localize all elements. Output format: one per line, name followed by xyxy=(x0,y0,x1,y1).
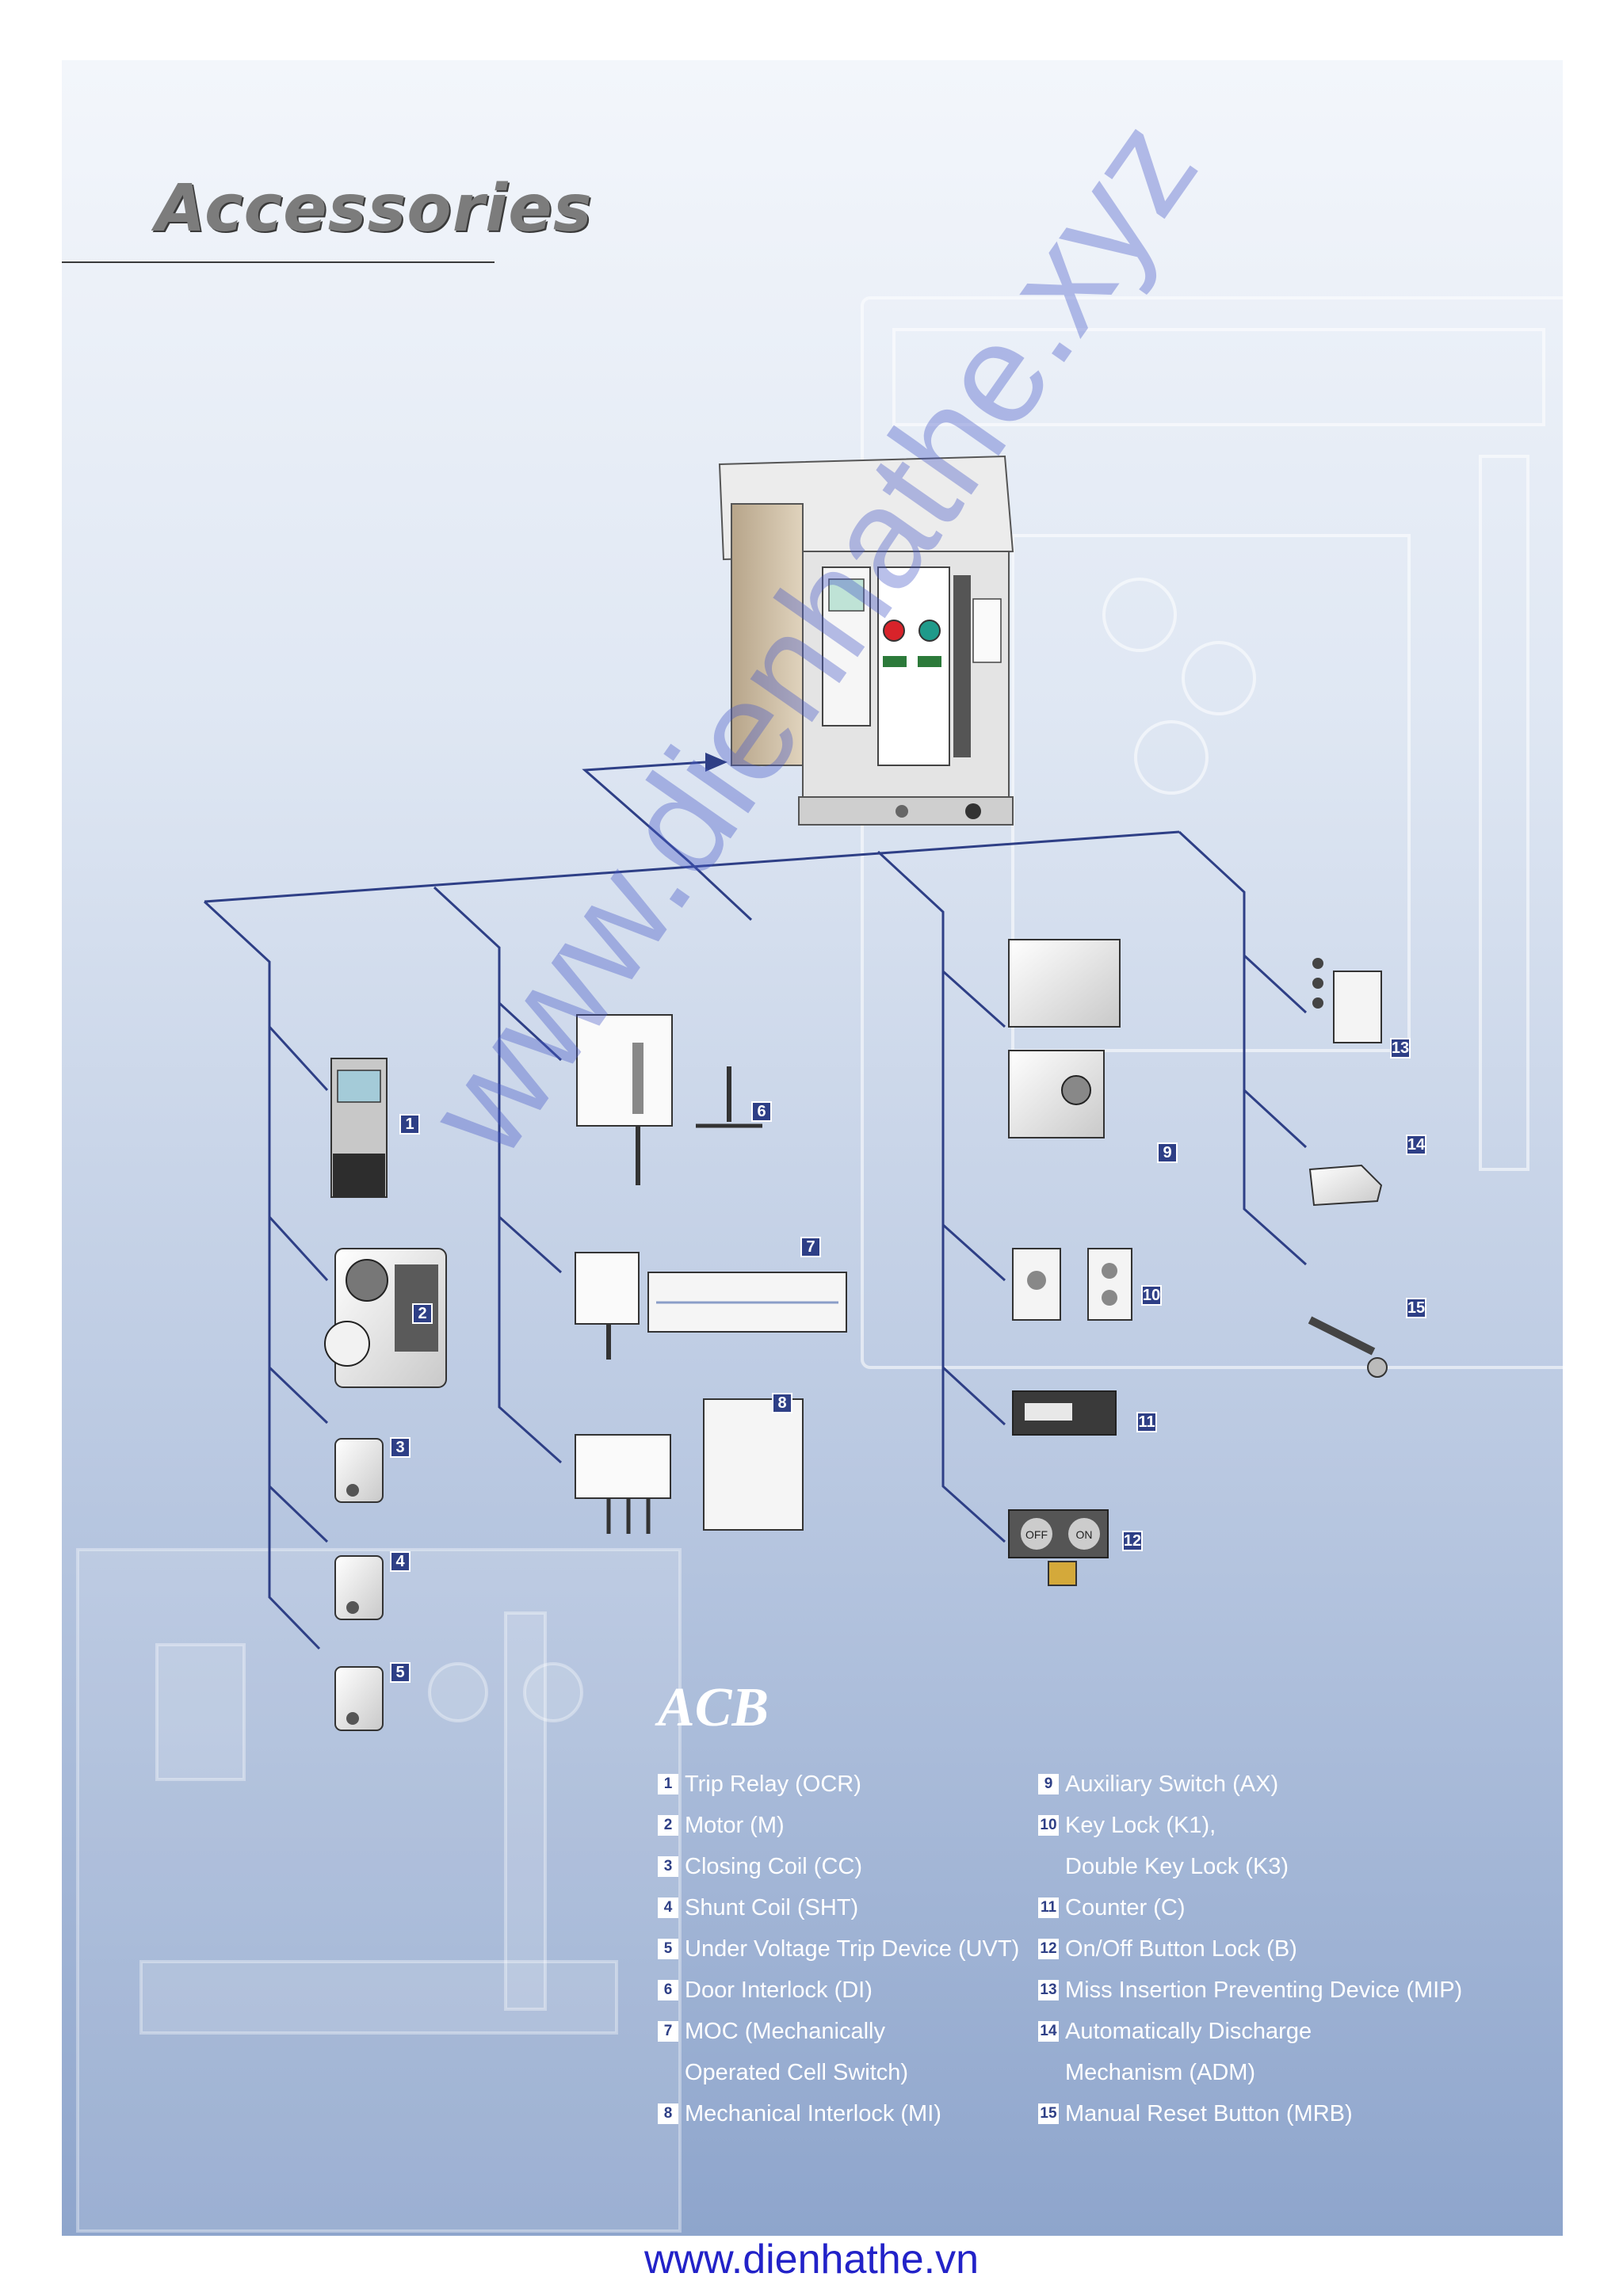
auxiliary-switch-image xyxy=(1008,939,1121,1138)
door-interlock-image xyxy=(576,1014,762,1185)
callout-14: 14 xyxy=(1406,1135,1426,1155)
accessories-panel: Accessories xyxy=(62,60,1563,2236)
callout-4: 4 xyxy=(390,1551,411,1572)
callout-5: 5 xyxy=(390,1662,411,1683)
discharge-mechanism-image xyxy=(1308,1164,1383,1207)
main-bus-line xyxy=(204,830,1180,903)
callout-13: 13 xyxy=(1390,1038,1411,1058)
connector-lines xyxy=(203,753,1308,1650)
callout-8: 8 xyxy=(772,1393,792,1413)
under-voltage-trip-device-image xyxy=(334,1666,384,1731)
page-title: Accessories xyxy=(155,171,593,246)
connector-stem xyxy=(688,860,753,921)
miss-insertion-device-image xyxy=(1312,958,1382,1043)
callout-12: 12 xyxy=(1122,1531,1143,1551)
callout-1: 1 xyxy=(399,1114,420,1135)
product-label: ACB xyxy=(658,1677,769,1738)
key-lock-image xyxy=(1012,1248,1132,1321)
mechanical-interlock-image xyxy=(575,1398,804,1534)
legend-item-continuation: Mechanism (ADM) xyxy=(1065,2060,1256,2085)
counter-image xyxy=(1012,1390,1117,1436)
lock-off-text: OFF xyxy=(1025,1528,1048,1541)
background-artwork xyxy=(76,296,1563,2233)
callout-2: 2 xyxy=(412,1303,433,1324)
manual-reset-button-image xyxy=(1308,1316,1388,1378)
footer-url-link[interactable]: www.dienhathe.vn xyxy=(643,2237,980,2283)
off-button-icon xyxy=(883,620,905,642)
legend-item-continuation: Double Key Lock (K3) xyxy=(1065,1854,1289,1879)
callout-11: 11 xyxy=(1136,1412,1157,1432)
callout-10: 10 xyxy=(1141,1285,1162,1306)
callout-15: 15 xyxy=(1406,1298,1426,1318)
air-circuit-breaker-image xyxy=(718,455,1014,826)
callout-6: 6 xyxy=(751,1101,772,1122)
callout-7: 7 xyxy=(800,1237,821,1257)
trip-relay-image xyxy=(330,1058,388,1198)
padlock-icon xyxy=(1048,1561,1077,1586)
closing-coil-image xyxy=(334,1438,384,1503)
callout-9: 9 xyxy=(1157,1142,1178,1163)
callout-3: 3 xyxy=(390,1437,411,1458)
arrow-head xyxy=(705,753,727,772)
shunt-coil-image xyxy=(334,1555,384,1620)
connector-to-breaker xyxy=(582,761,706,864)
lock-on-text: ON xyxy=(1076,1528,1093,1541)
legend-item-continuation: Operated Cell Switch) xyxy=(685,2060,909,2085)
button-lock-image: OFF ON xyxy=(1008,1509,1109,1586)
motor-image xyxy=(324,1248,447,1388)
title-underline xyxy=(62,261,495,263)
moc-image xyxy=(575,1252,847,1360)
on-button-icon xyxy=(918,620,941,642)
accessory-diagram: OFF ON xyxy=(203,455,1388,1731)
